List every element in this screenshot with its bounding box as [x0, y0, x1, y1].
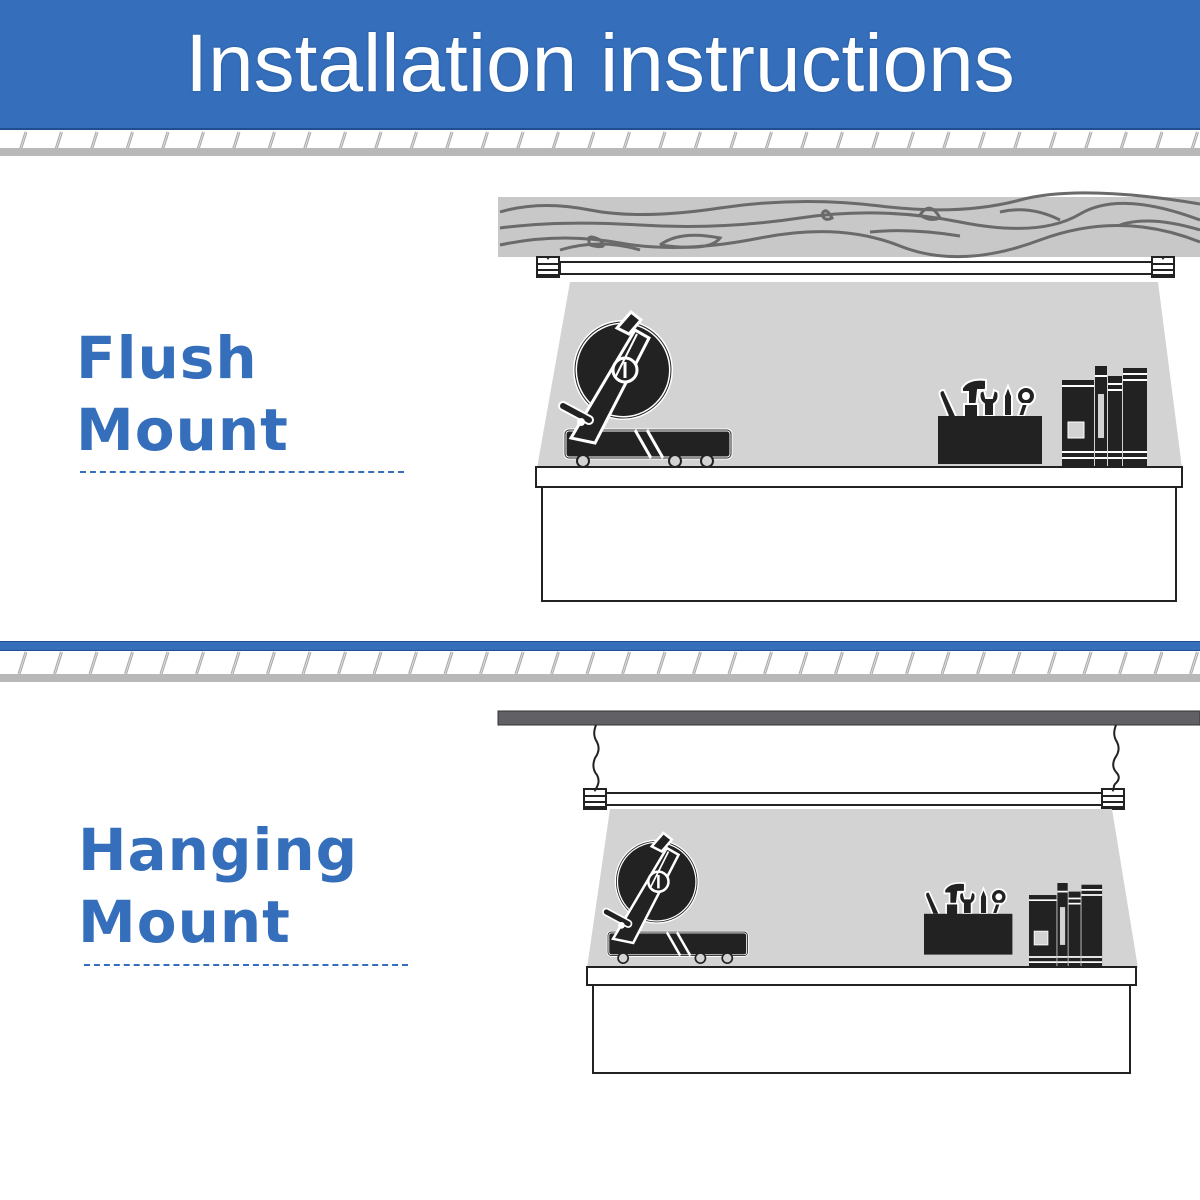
wood-ceiling-beam	[498, 191, 1200, 259]
page-title: Installation instructions	[185, 18, 1015, 109]
led-light-fixture	[536, 256, 1175, 278]
hanging-chain-left	[592, 724, 600, 795]
flush-mount-label-line1: Flush	[76, 324, 258, 392]
divider-rail-top	[0, 130, 1200, 156]
books-icon	[1061, 365, 1148, 467]
hanging-mount-dashed-underline	[84, 964, 408, 966]
header-banner: Installation instructions	[0, 0, 1200, 130]
books-icon-hanging	[1028, 882, 1103, 970]
hanging-chain-right	[1112, 724, 1120, 795]
shelf-cabinet-hanging	[592, 984, 1131, 1074]
led-light-fixture-hanging	[583, 788, 1125, 810]
flush-mount-dashed-underline	[80, 471, 404, 473]
hanging-mount-label-line2: Mount	[78, 888, 291, 956]
flush-mount-illustration	[498, 191, 1200, 602]
flush-mount-label-line2: Mount	[76, 396, 289, 464]
divider-rail-middle	[0, 641, 1200, 682]
hanging-mount-illustration	[497, 710, 1200, 1074]
hanging-mount-label-line1: Hanging	[78, 816, 359, 884]
shelf-cabinet	[541, 486, 1177, 602]
flush-mount-label: Flush Mount	[76, 322, 289, 466]
hanging-mount-label: Hanging Mount	[78, 814, 358, 958]
dark-ceiling-beam	[497, 710, 1200, 726]
shelf-top-hanging	[586, 966, 1137, 986]
shelf-top	[535, 466, 1183, 488]
